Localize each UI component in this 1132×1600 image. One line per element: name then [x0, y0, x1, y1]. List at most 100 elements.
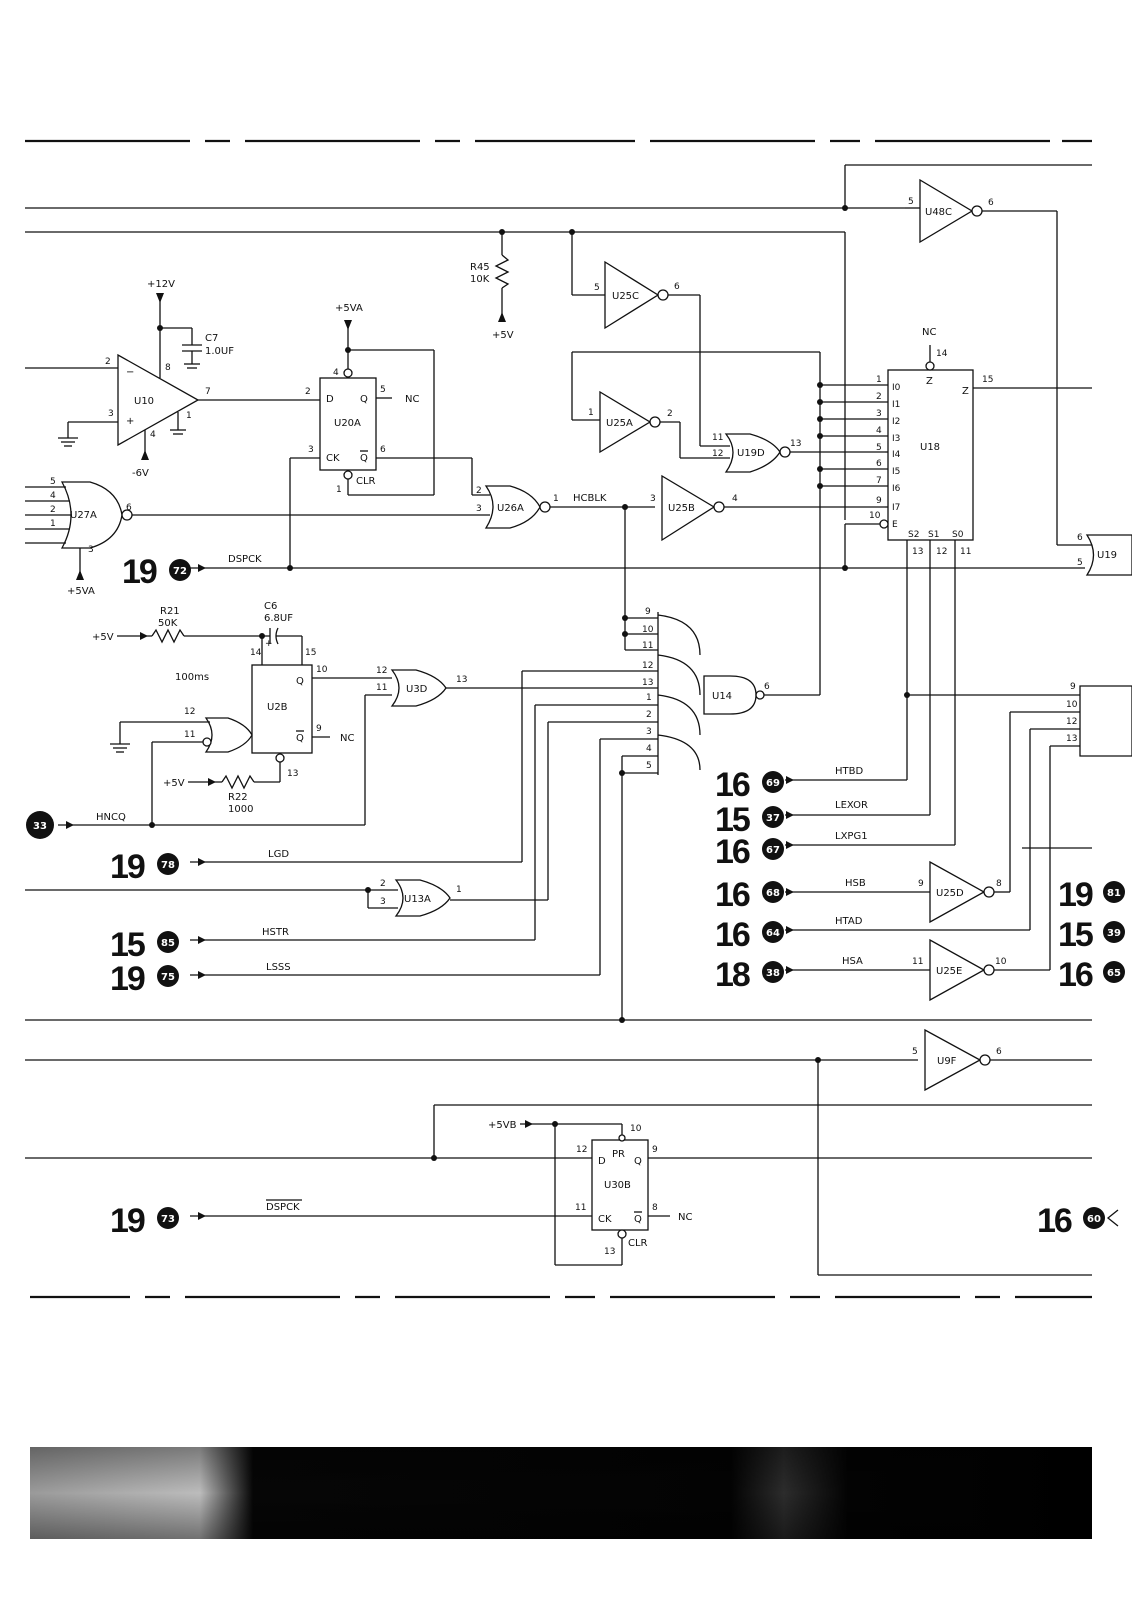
- right-nets: HTBD LEXOR LXPG1 9 10 12 13: [785, 682, 1132, 970]
- svg-text:5: 5: [876, 443, 882, 453]
- svg-text:1: 1: [50, 519, 56, 529]
- u48c-label: U48C: [925, 207, 952, 218]
- u20a-clr: CLR: [356, 476, 376, 487]
- svg-text:3: 3: [876, 409, 882, 419]
- u18-z-out: Z: [962, 386, 969, 397]
- ref-hsa: 18 38: [715, 956, 784, 994]
- svg-text:3: 3: [380, 897, 386, 907]
- svg-text:I6: I6: [892, 484, 901, 494]
- u18-s0: S0: [952, 530, 964, 540]
- r21-rail: +5V: [92, 632, 114, 643]
- resistor-r45: R45 10K +5V: [470, 232, 514, 341]
- r45-rail: +5V: [492, 330, 514, 341]
- svg-text:8: 8: [652, 1203, 658, 1213]
- gate-u14: U14 6 9 10 11 12 13 1 2 3 4 5: [521, 607, 820, 1020]
- svg-text:2: 2: [646, 710, 652, 720]
- svg-text:5: 5: [380, 385, 386, 395]
- svg-text:2: 2: [105, 357, 111, 367]
- u19-label: U19: [1097, 550, 1117, 561]
- svg-text:D: D: [598, 1156, 606, 1167]
- u18-nc: NC: [922, 327, 936, 338]
- svg-text:+: +: [265, 639, 273, 649]
- signal-lxpg1: LXPG1: [835, 831, 868, 842]
- svg-text:13: 13: [287, 769, 298, 779]
- svg-text:Q: Q: [296, 676, 304, 687]
- svg-text:2: 2: [476, 486, 482, 496]
- u27a-rail: +5VA: [67, 586, 95, 597]
- svg-text:16: 16: [715, 916, 750, 954]
- u18-z: Z: [926, 376, 933, 387]
- svg-text:I5: I5: [892, 467, 900, 477]
- u13a-label: U13A: [404, 894, 431, 905]
- svg-text:Q: Q: [634, 1156, 642, 1167]
- svg-text:4: 4: [646, 744, 652, 754]
- u10-minus: −: [126, 367, 134, 378]
- signal-htbd: HTBD: [835, 766, 863, 777]
- svg-text:39: 39: [1107, 928, 1121, 939]
- svg-text:16: 16: [715, 766, 750, 804]
- u10-plus: +: [126, 416, 134, 427]
- svg-text:5: 5: [1077, 558, 1083, 568]
- svg-text:12: 12: [376, 666, 387, 676]
- svg-text:6: 6: [876, 459, 882, 469]
- gate-u2b-input-or: 12 11: [110, 707, 253, 825]
- u18-e: E: [892, 520, 898, 530]
- svg-text:5: 5: [594, 283, 600, 293]
- svg-text:6: 6: [1077, 533, 1083, 543]
- signal-dspck-bar: DSPCK: [266, 1202, 300, 1213]
- svg-text:10: 10: [642, 625, 654, 635]
- svg-text:3: 3: [108, 409, 114, 419]
- gate-u26a: U26A 2 3 1 HCBLK: [476, 485, 655, 640]
- ref-lgd: 19 78: [110, 848, 179, 886]
- signal-hcblk: HCBLK: [573, 493, 607, 504]
- u18-s1: S1: [928, 530, 939, 540]
- hncq-net: HNCQ: [58, 812, 365, 829]
- inverter-u9: U9F 5 6: [912, 1028, 1092, 1092]
- svg-text:I3: I3: [892, 434, 900, 444]
- svg-text:15: 15: [1058, 916, 1093, 954]
- inverter-u25c: 5 6 U25C: [571, 232, 730, 447]
- svg-text:38: 38: [766, 968, 780, 979]
- delay-label: 100ms: [175, 672, 209, 683]
- u10-m6: -6V: [132, 468, 149, 479]
- svg-text:4: 4: [50, 491, 56, 501]
- u25b-label: U25B: [668, 503, 695, 514]
- svg-text:11: 11: [575, 1203, 586, 1213]
- svg-text:19: 19: [110, 848, 145, 886]
- svg-text:60: 60: [1087, 1214, 1101, 1225]
- svg-text:Q: Q: [634, 1214, 642, 1225]
- u20a-label: U20A: [334, 418, 361, 429]
- flipflop-u30b: D PR Q U30B CK Q +5VB 10 CLR 13 12 9 8 N…: [190, 1120, 1092, 1266]
- svg-text:68: 68: [766, 888, 780, 899]
- svg-text:65: 65: [1107, 968, 1121, 979]
- svg-text:18: 18: [715, 956, 750, 994]
- svg-text:10: 10: [630, 1124, 642, 1134]
- svg-text:11: 11: [642, 641, 653, 651]
- u25e-label: U25E: [936, 966, 962, 977]
- svg-text:CLR: CLR: [628, 1238, 648, 1249]
- u14-label: U14: [712, 691, 732, 702]
- svg-text:2: 2: [305, 387, 311, 397]
- u3d-label: U3D: [406, 684, 428, 695]
- svg-text:5: 5: [50, 477, 56, 487]
- svg-text:2: 2: [667, 409, 673, 419]
- opamp-u10: − + U10 2 3 +12V 8 C7 1.0UF 4 -6V 1 7: [25, 279, 295, 479]
- r22-name: R22: [228, 792, 248, 803]
- svg-text:1: 1: [336, 485, 342, 495]
- svg-text:7: 7: [205, 387, 211, 397]
- u18-input-labels: I0 I1 I2 I3 I4 I5 I6 I7: [892, 383, 901, 513]
- svg-text:12: 12: [576, 1145, 587, 1155]
- inverter-u25b: U25B 3 4: [650, 474, 885, 542]
- svg-text:69: 69: [766, 778, 780, 789]
- svg-text:1: 1: [186, 411, 192, 421]
- svg-text:13: 13: [604, 1247, 615, 1257]
- signal-hncq: HNCQ: [96, 812, 126, 823]
- ref-dspckbar: 19 73: [110, 1202, 179, 1240]
- dspck-net: DSPCK: [190, 554, 1085, 572]
- svg-text:64: 64: [766, 928, 780, 939]
- svg-text:16: 16: [1037, 1202, 1072, 1240]
- r22-value: 1000: [228, 804, 253, 815]
- svg-text:I7: I7: [892, 503, 900, 513]
- u25a-label: U25A: [606, 418, 633, 429]
- ref-lsss: 19 75: [110, 960, 179, 998]
